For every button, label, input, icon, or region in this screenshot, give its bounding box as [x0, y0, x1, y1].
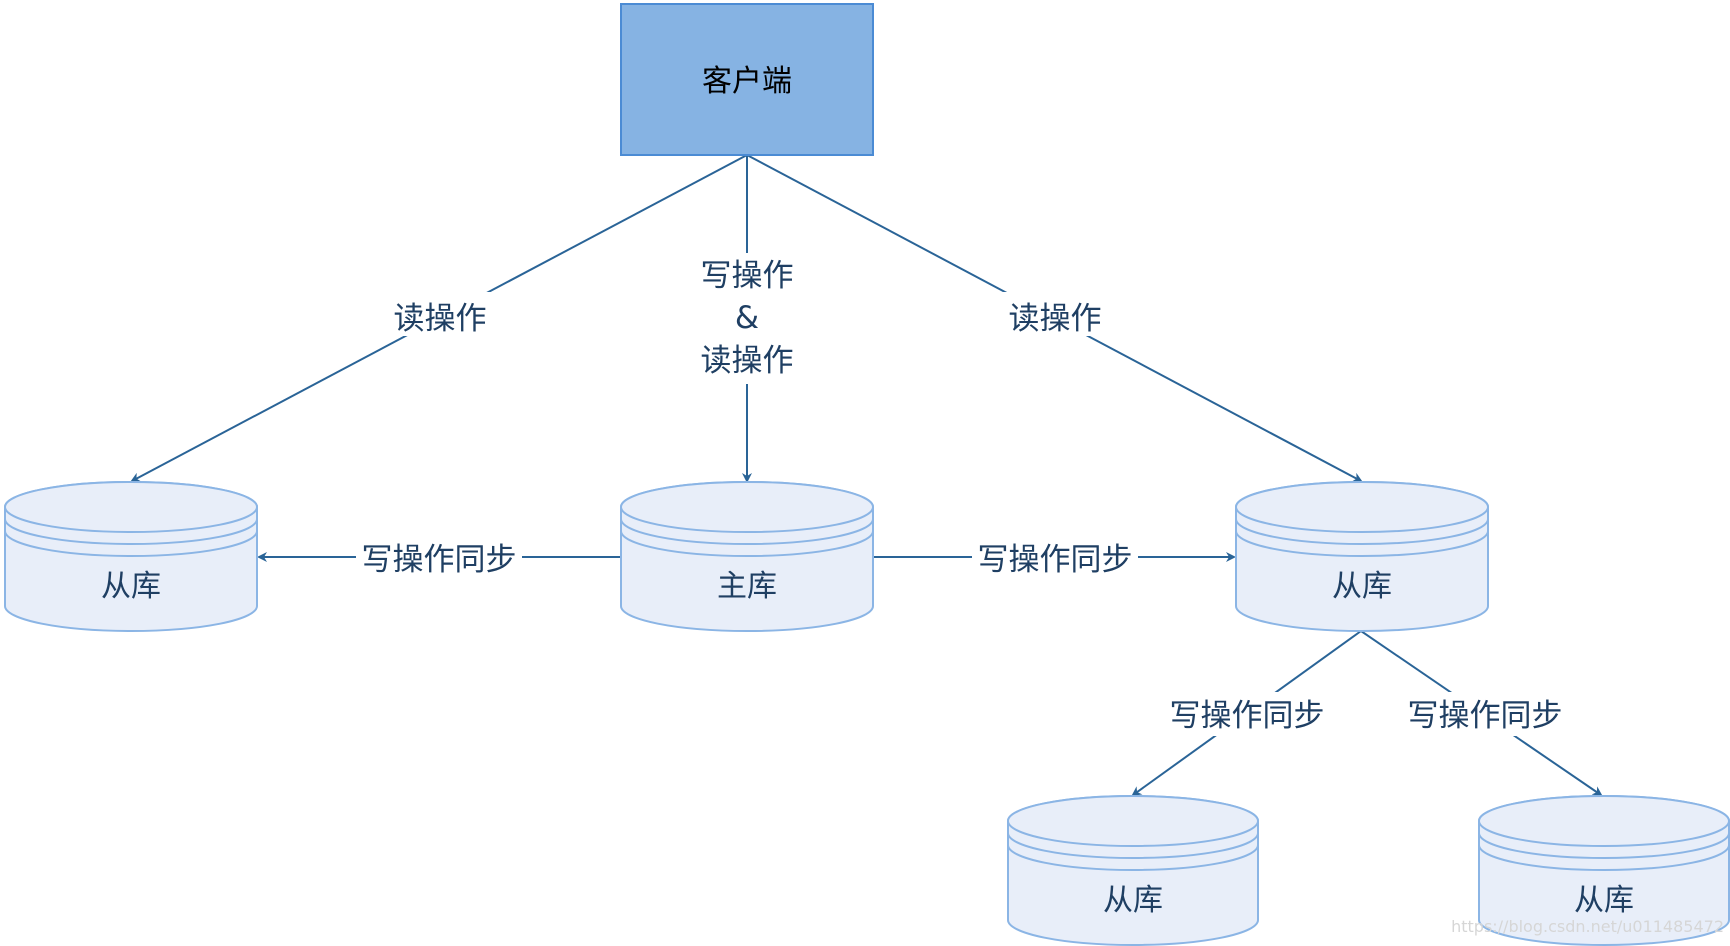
edge-label-sync-right: 写操作同步	[978, 542, 1133, 578]
client-node: 客户端	[620, 3, 874, 156]
db-slave-right: 从库	[1235, 481, 1489, 632]
db-slave-bottom-left: 从库	[1007, 795, 1259, 946]
edge-label-read-master: 读操作	[701, 343, 794, 379]
watermark-text: https://blog.csdn.net/u011485472	[1451, 917, 1724, 936]
db-slave-bottom-right-label: 从库	[1574, 883, 1634, 918]
edge-label-read-left: 读操作	[394, 301, 487, 337]
db-slave-right-label: 从库	[1332, 569, 1392, 604]
db-master: 主库	[620, 481, 874, 632]
db-master-label: 主库	[717, 569, 777, 604]
db-slave-left-label: 从库	[101, 569, 161, 604]
edge-labels: 读操作 写操作 & 读操作 读操作 写操作同步 写操作同步 写操作同步 写操作同…	[356, 255, 1568, 736]
client-box	[620, 3, 874, 156]
db-slave-bottom-right: 从库	[1478, 795, 1730, 946]
edge-label-read-right: 读操作	[1009, 301, 1102, 337]
edge-label-ampersand: &	[735, 300, 759, 336]
edges	[130, 154, 1603, 797]
db-slave-left: 从库	[4, 481, 258, 632]
client-label: 客户端	[702, 64, 792, 99]
edge-label-sync-bottom-right: 写操作同步	[1408, 698, 1563, 734]
db-slave-bottom-left-label: 从库	[1103, 883, 1163, 918]
edge-label-write: 写操作	[701, 258, 794, 294]
edge-label-sync-left: 写操作同步	[362, 542, 517, 578]
edge-label-sync-bottom-left: 写操作同步	[1170, 698, 1325, 734]
